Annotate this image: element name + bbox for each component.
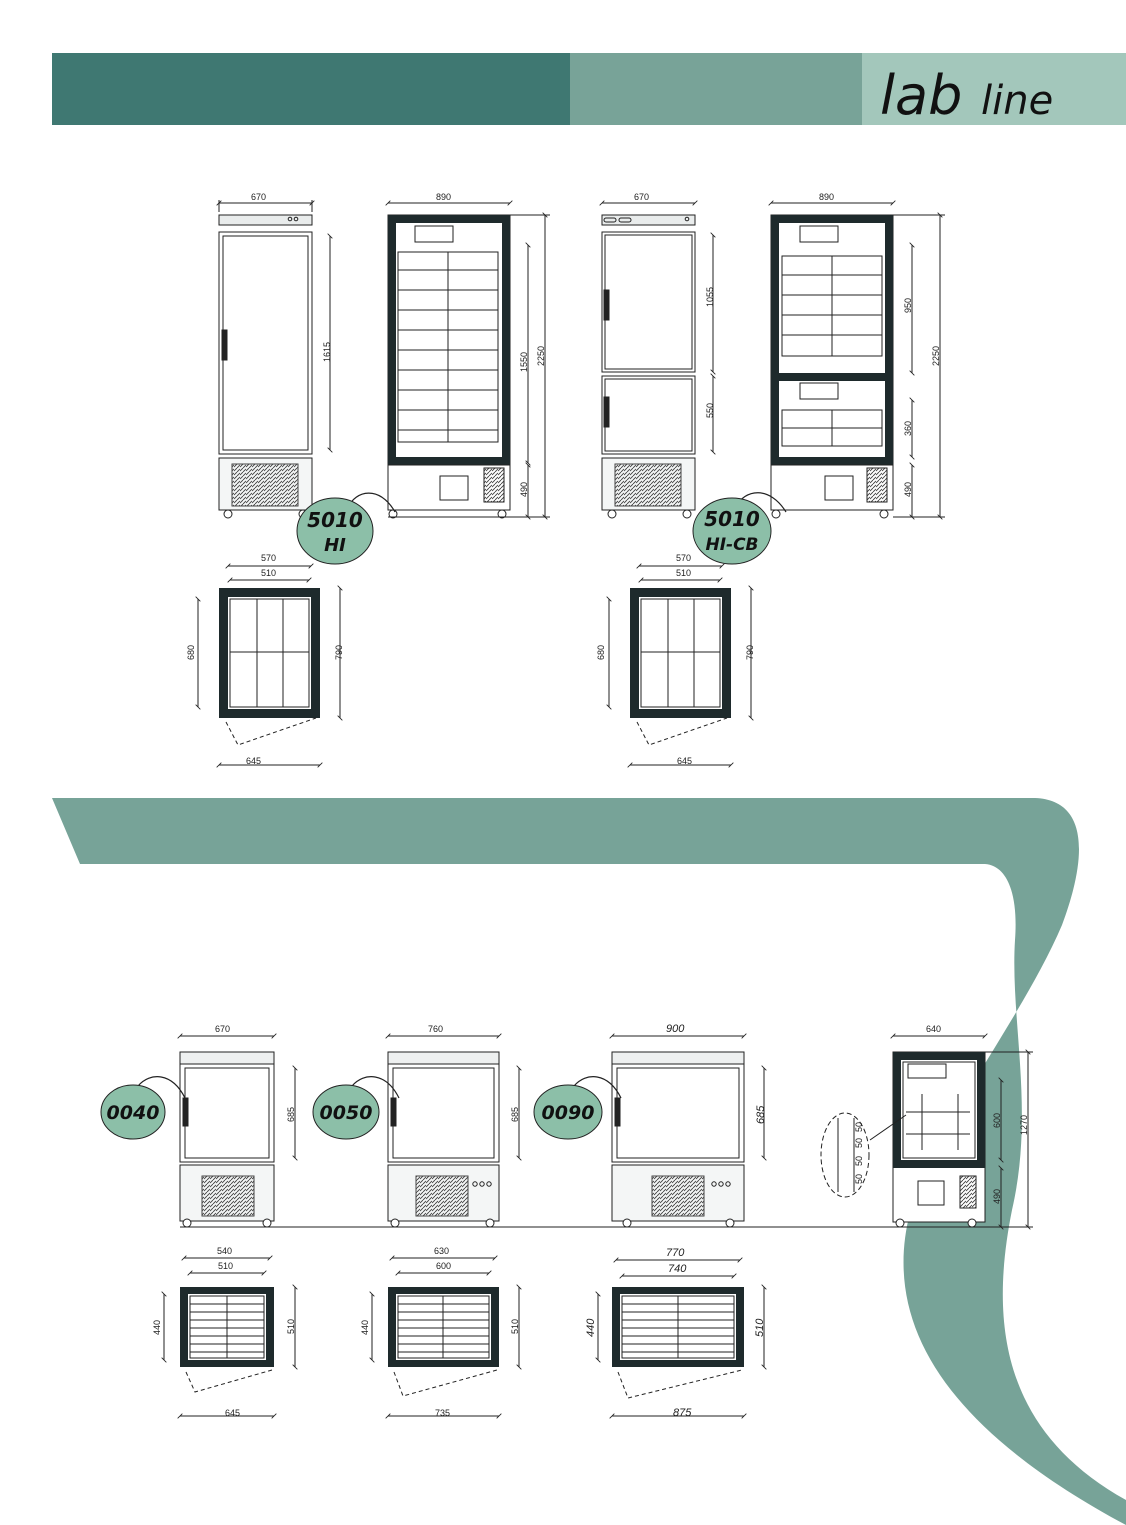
- lower-section-view: [820, 1036, 1033, 1227]
- dim-5010hi-base-height: 490: [519, 482, 529, 497]
- dim-5010hicb-base-height: 490: [903, 482, 913, 497]
- badge-5010-hi-suffix: HI: [324, 535, 346, 556]
- dim-5010hicb-plan-outer-width: 570: [676, 553, 691, 563]
- model-5010-hicb-front-view: [602, 203, 713, 519]
- badge-5010-hicb-number: 5010: [704, 507, 760, 531]
- dim-5010hi-front-width: 670: [251, 192, 266, 202]
- dim-0050-plan-outer-depth: 510: [510, 1319, 520, 1334]
- dim-shelf-pitch-2: 50: [854, 1138, 864, 1148]
- dim-0040-plan-open-width: 645: [225, 1408, 240, 1418]
- model-5010-hi-front-view: [219, 200, 330, 519]
- dim-0040-plan-inner-depth: 440: [152, 1320, 162, 1335]
- badge-0090-number: 0090: [542, 1102, 595, 1124]
- model-5010-hi-plan-view: [198, 566, 340, 765]
- badge-0050-number: 0050: [320, 1102, 373, 1124]
- dim-0090-plan-open-width: 875: [673, 1407, 692, 1419]
- badge-5010-hi-number: 5010: [307, 508, 363, 532]
- badge-0040-number: 0040: [107, 1102, 160, 1124]
- dim-5010hicb-lower-compartment: 360: [903, 421, 913, 436]
- badge-5010-hicb-suffix: HI-CB: [705, 535, 758, 555]
- dim-0050-plan-inner-depth: 440: [360, 1320, 370, 1335]
- badge-5010-hicb: 5010 HI-CB: [692, 492, 787, 565]
- model-5010-hicb-section-view: [771, 203, 945, 518]
- dim-5010hicb-total-height: 2250: [931, 346, 941, 366]
- dim-0090-plan-outer-depth: 510: [754, 1318, 766, 1337]
- model-5010-hicb-plan-view: [609, 566, 751, 765]
- dim-0050-plan-outer-width: 630: [434, 1246, 449, 1256]
- dim-shelf-pitch-1: 50: [854, 1122, 864, 1132]
- dim-0090-front-width: 900: [666, 1023, 685, 1035]
- dim-5010hi-total-height: 2250: [536, 346, 546, 366]
- swoosh-shape: [52, 798, 1126, 1525]
- model-0040-plan-view: [164, 1258, 295, 1416]
- dim-0040-front-width: 670: [215, 1024, 230, 1034]
- badge-0040: 0040: [100, 1076, 186, 1140]
- dim-section-total-height: 1270: [1019, 1115, 1029, 1135]
- logo-line: line: [981, 78, 1053, 124]
- dim-5010hi-plan-inner-depth: 680: [186, 645, 196, 660]
- dim-0090-plan-outer-width: 770: [666, 1247, 685, 1259]
- dim-0050-door-height: 685: [510, 1107, 520, 1122]
- dim-0090-door-height: 685: [755, 1105, 767, 1124]
- dim-5010hicb-section-width: 890: [819, 192, 834, 202]
- dim-5010hi-inner-height: 1550: [519, 352, 529, 372]
- model-5010-hi-section-view: [388, 203, 550, 518]
- dim-5010hicb-plan-outer-depth: 790: [745, 645, 755, 660]
- dim-5010hicb-front-width: 670: [634, 192, 649, 202]
- dim-shelf-pitch-3: 50: [854, 1156, 864, 1166]
- dim-5010hi-plan-open-width: 645: [246, 756, 261, 766]
- dim-section-inner-height: 600: [992, 1113, 1002, 1128]
- model-0050-front-view: [388, 1036, 519, 1228]
- dim-0090-plan-inner-width: 740: [668, 1263, 687, 1275]
- dim-5010hicb-door-bottom-height: 550: [705, 403, 715, 418]
- header-band-dark: [52, 53, 570, 125]
- dim-5010hicb-plan-inner-depth: 680: [596, 645, 606, 660]
- dim-0040-plan-outer-depth: 510: [286, 1319, 296, 1334]
- dim-0050-front-width: 760: [428, 1024, 443, 1034]
- dim-0040-plan-outer-width: 540: [217, 1246, 232, 1256]
- dim-5010hi-plan-outer-depth: 790: [334, 645, 344, 660]
- header-band-light: [862, 53, 1126, 125]
- dim-5010hi-plan-outer-width: 570: [261, 553, 276, 563]
- dim-5010hi-section-width: 890: [436, 192, 451, 202]
- dim-5010hi-plan-inner-width: 510: [261, 568, 276, 578]
- model-0040-front-view: [180, 1036, 295, 1228]
- logo-lab: lab: [880, 64, 962, 127]
- header-band: lab line: [52, 53, 1126, 127]
- dim-0050-plan-inner-width: 600: [436, 1261, 451, 1271]
- badge-5010-hi: 5010 HI: [296, 492, 396, 565]
- dim-5010hi-door-height: 1615: [322, 342, 332, 362]
- dim-0040-door-height: 685: [286, 1107, 296, 1122]
- dim-5010hicb-plan-open-width: 645: [677, 756, 692, 766]
- model-0090-front-view: [612, 1036, 764, 1228]
- header-band-mid: [570, 53, 862, 125]
- dim-5010hicb-plan-inner-width: 510: [676, 568, 691, 578]
- model-0090-plan-view: [598, 1260, 764, 1416]
- badge-0050: 0050: [312, 1076, 400, 1140]
- dim-shelf-pitch-4: 50: [854, 1174, 864, 1184]
- dim-0040-plan-inner-width: 510: [218, 1261, 233, 1271]
- dim-0090-plan-inner-depth: 440: [585, 1318, 597, 1337]
- dim-section-base-height: 490: [992, 1189, 1002, 1204]
- badge-0090: 0090: [533, 1076, 622, 1140]
- dim-5010hicb-door-top-height: 1055: [705, 287, 715, 307]
- dim-section-width: 640: [926, 1024, 941, 1034]
- model-0050-plan-view: [372, 1258, 519, 1416]
- dim-0050-plan-open-width: 735: [435, 1408, 450, 1418]
- dim-5010hicb-upper-compartment: 950: [903, 298, 913, 313]
